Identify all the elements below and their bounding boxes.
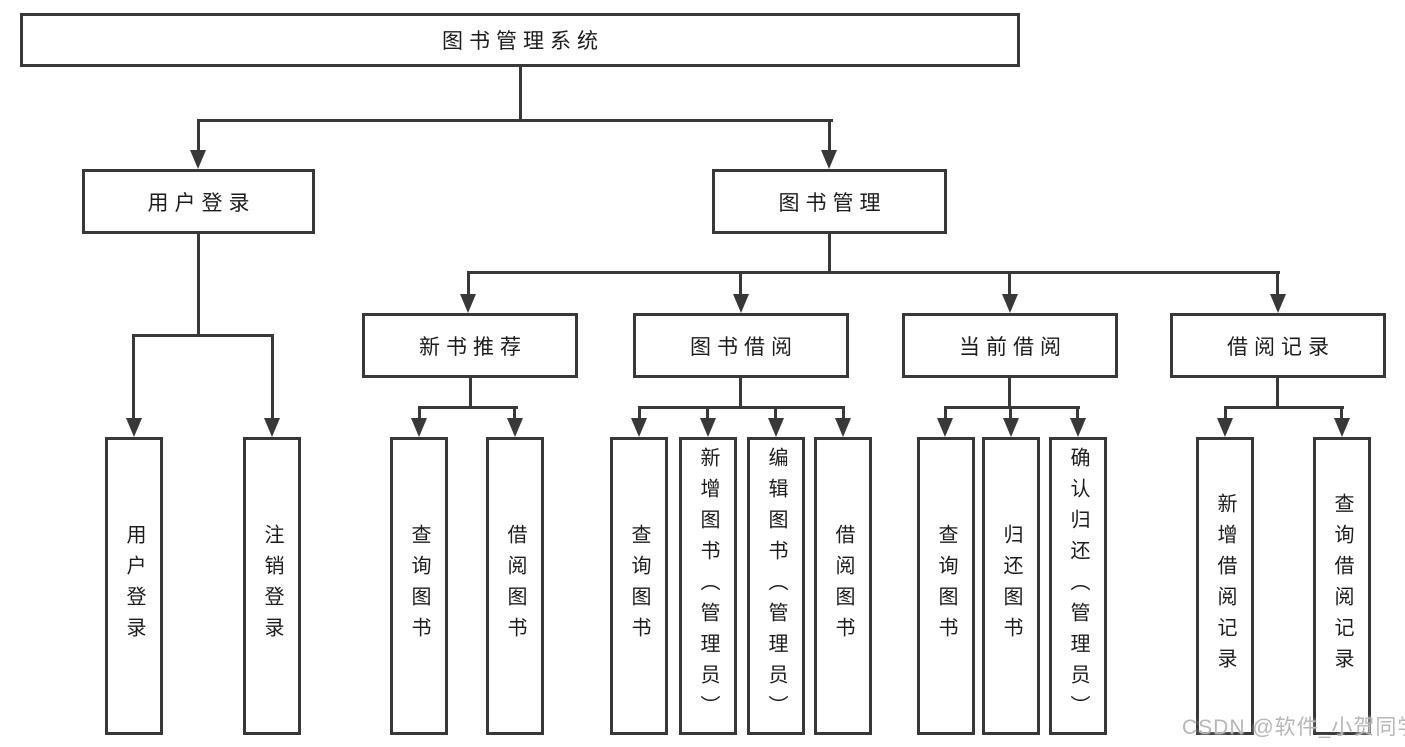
arrowhead-down-icon <box>1003 418 1019 437</box>
leaf-logout: 注销登录 <box>243 437 301 735</box>
connector-line <box>513 406 516 420</box>
arrowhead-down-icon <box>821 150 837 169</box>
connector-line <box>944 406 947 420</box>
arrowhead-down-icon <box>507 418 523 437</box>
arrowhead-down-icon <box>768 418 784 437</box>
connector-line <box>638 406 845 409</box>
connector-line <box>842 406 845 420</box>
arrowhead-down-icon <box>700 418 716 437</box>
leaf-label: 查询图书 <box>628 524 650 648</box>
leaf-label: 用户登录 <box>123 524 145 648</box>
connector-line <box>739 376 742 409</box>
node-current-borrow-label: 当前借阅 <box>959 335 1067 359</box>
arrowhead-down-icon <box>733 294 749 313</box>
connector-line <box>467 271 1280 274</box>
leaf-add-borrow-record: 新增借阅记录 <box>1196 437 1254 735</box>
arrowhead-down-icon <box>264 418 280 437</box>
arrowhead-down-icon <box>1002 294 1018 313</box>
connector-line <box>418 406 421 420</box>
leaf-label: 编辑图书（管理员） <box>765 446 787 726</box>
arrowhead-down-icon <box>190 150 206 169</box>
connector-line <box>197 232 200 336</box>
node-book-management-label: 图书管理 <box>778 191 887 215</box>
arrowhead-down-icon <box>937 418 953 437</box>
connector-line <box>944 406 1080 409</box>
leaf-label: 注销登录 <box>261 524 283 648</box>
leaf-return-books: 归还图书 <box>982 437 1040 735</box>
connector-line <box>828 232 831 274</box>
connector-line <box>418 406 518 409</box>
leaf-label: 归还图书 <box>1000 524 1022 648</box>
connector-line <box>1276 376 1279 409</box>
leaf-query-books-borrow: 查询图书 <box>610 437 668 735</box>
connector-line <box>706 406 709 420</box>
connector-line <box>197 119 833 122</box>
connector-line <box>467 271 470 296</box>
leaf-label: 确认归还（管理员） <box>1067 446 1089 726</box>
leaf-label: 借阅图书 <box>504 524 526 648</box>
connector-line <box>132 334 135 420</box>
arrowhead-down-icon <box>631 418 647 437</box>
arrowhead-down-icon <box>1334 418 1350 437</box>
connector-line <box>828 119 831 152</box>
arrowhead-down-icon <box>460 294 476 313</box>
arrowhead-down-icon <box>1217 418 1233 437</box>
connector-line <box>1224 406 1344 409</box>
node-borrow-record-label: 借阅记录 <box>1227 335 1335 359</box>
arrowhead-down-icon <box>411 418 427 437</box>
node-user-login-label: 用户登录 <box>147 191 256 215</box>
leaf-borrow-books: 借阅图书 <box>814 437 872 735</box>
arrowhead-down-icon <box>1070 418 1086 437</box>
connector-line <box>774 406 777 420</box>
node-borrow-record: 借阅记录 <box>1170 313 1386 378</box>
connector-line <box>132 334 274 337</box>
connector-line <box>1224 406 1227 420</box>
arrowhead-down-icon <box>126 418 142 437</box>
connector-line <box>271 334 274 420</box>
connector-line <box>1076 406 1079 420</box>
connector-line <box>1009 406 1012 420</box>
leaf-label: 新增借阅记录 <box>1214 493 1236 679</box>
leaf-user-login: 用户登录 <box>105 437 163 735</box>
leaf-query-books-current: 查询图书 <box>917 437 975 735</box>
node-book-borrow-label: 图书借阅 <box>690 335 798 359</box>
node-root-label: 图书管理系统 <box>442 30 604 53</box>
connector-line <box>1008 271 1011 296</box>
leaf-add-books-admin: 新增图书（管理员） <box>679 437 737 735</box>
node-user-login: 用户登录 <box>82 169 315 234</box>
node-book-management: 图书管理 <box>712 169 947 234</box>
leaf-label: 新增图书（管理员） <box>697 446 719 726</box>
connector-line <box>519 64 522 121</box>
connector-line <box>469 376 472 409</box>
arrowhead-down-icon <box>1270 294 1286 313</box>
leaf-label: 查询图书 <box>408 524 430 648</box>
node-new-book-recommend-label: 新书推荐 <box>419 335 527 359</box>
node-root: 图书管理系统 <box>20 13 1020 67</box>
leaf-borrow-books-recommend: 借阅图书 <box>486 437 544 735</box>
node-new-book-recommend: 新书推荐 <box>362 313 578 378</box>
node-book-borrow: 图书借阅 <box>633 313 849 378</box>
leaf-query-books-recommend: 查询图书 <box>390 437 448 735</box>
leaf-query-borrow-record: 查询借阅记录 <box>1313 437 1371 735</box>
leaf-label: 查询借阅记录 <box>1331 493 1353 679</box>
connector-line <box>739 271 742 296</box>
connector-line <box>1008 376 1011 409</box>
connector-line <box>1340 406 1343 420</box>
leaf-label: 借阅图书 <box>832 524 854 648</box>
leaf-confirm-return-admin: 确认归还（管理员） <box>1049 437 1107 735</box>
leaf-label: 查询图书 <box>935 524 957 648</box>
leaf-edit-books-admin: 编辑图书（管理员） <box>747 437 805 735</box>
connector-line <box>638 406 641 420</box>
node-current-borrow: 当前借阅 <box>902 313 1118 378</box>
arrowhead-down-icon <box>835 418 851 437</box>
watermark: CSDN @软件_小贺同学 <box>1182 716 1405 739</box>
connector-line <box>197 119 200 152</box>
connector-line <box>1276 271 1279 296</box>
